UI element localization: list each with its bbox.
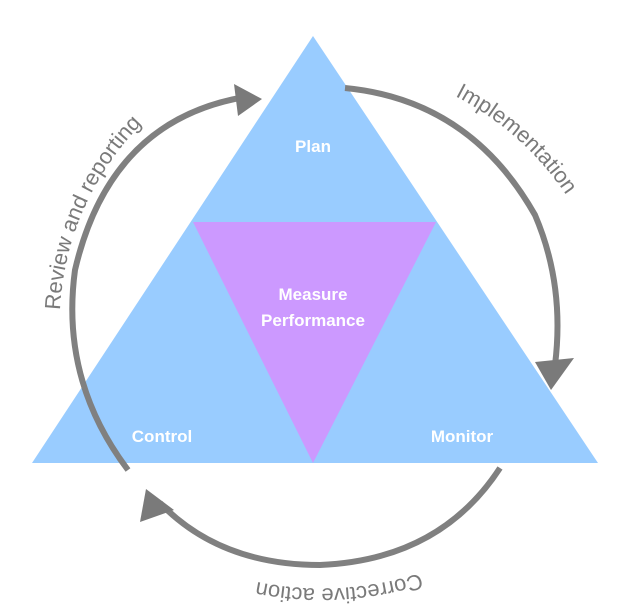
implementation-arrow bbox=[344, 85, 561, 366]
review-reporting-arrow bbox=[69, 94, 246, 472]
measure-performance-line2: Performance bbox=[261, 311, 365, 330]
measure-performance-line1: Measure bbox=[279, 285, 348, 304]
monitor-label: Monitor bbox=[431, 427, 494, 446]
review-reporting-arrow-head bbox=[234, 84, 262, 116]
inner-triangle bbox=[193, 222, 436, 463]
corrective-action-arrow bbox=[157, 466, 503, 569]
control-label: Control bbox=[132, 427, 192, 446]
plan-label: Plan bbox=[295, 137, 331, 156]
corrective-action-label: Corrective action bbox=[253, 568, 426, 608]
implementation-arrow-head bbox=[535, 358, 574, 390]
corrective-action-arrow-head bbox=[140, 489, 174, 522]
